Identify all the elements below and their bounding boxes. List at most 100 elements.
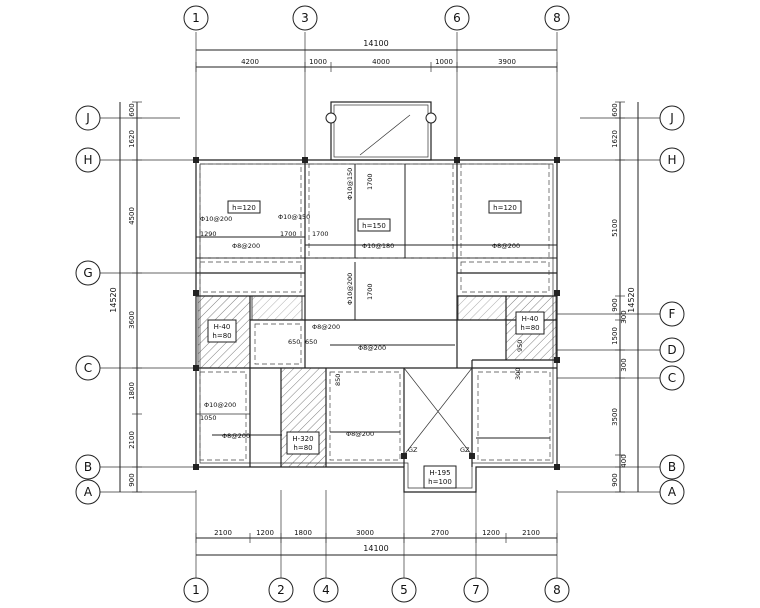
dim-left-total: 14520	[109, 287, 118, 312]
rebar-note-5: Φ8@200	[492, 242, 520, 250]
dim-top-3: 4000	[372, 58, 390, 66]
small-dim-1700b: 1700	[312, 230, 329, 238]
dim-top-1: 4200	[241, 58, 259, 66]
dim-bottom-5: 2700	[431, 529, 449, 537]
rebar-note-6: Φ10@150	[346, 168, 354, 200]
axis-label-top-6: 6	[453, 11, 461, 25]
axis-label-bottom-5: 5	[400, 583, 408, 597]
axis-bubble-left-G	[75, 260, 101, 286]
rebar-note-10: Φ8@200	[222, 432, 250, 440]
slab-h40-left: H-40	[214, 323, 231, 331]
axis-bubble-left-A	[75, 479, 101, 505]
small-dim-650b: 650	[305, 338, 317, 346]
dim-right-7: 300	[620, 358, 628, 371]
dim-left-7: 900	[128, 473, 136, 486]
axis-label-right-H: H	[667, 153, 676, 167]
sunk-slab-small-right	[457, 295, 507, 321]
axis-bubble-right-A	[659, 479, 685, 505]
rebar-notes: Φ10@200 Φ10@150 Φ8@200 Φ10@180 Φ8@200 Φ1…	[200, 168, 520, 440]
slab-h80-mid: h=80	[293, 444, 312, 452]
slab-h80-left: h=80	[212, 332, 231, 340]
rebar-note-11: Φ8@200	[346, 430, 374, 438]
axis-label-bottom-7: 7	[472, 583, 480, 597]
gz-marker-1: GZ	[408, 446, 418, 454]
small-dim-300: 300	[514, 368, 522, 380]
top-dimensions: 14100 4200 1000 4000 1000 3900	[195, 39, 558, 72]
axis-label-left-H: H	[83, 153, 92, 167]
dim-bottom-1: 2100	[214, 529, 232, 537]
axis-bubble-top-3	[292, 5, 318, 31]
axis-bubble-left-J	[75, 105, 101, 131]
small-dim-1700a: 1700	[280, 230, 297, 238]
gz-marker-2: GZ	[460, 446, 470, 454]
top-axis-group: 1 3 6 8	[183, 5, 570, 160]
axis-label-top-1: 1	[192, 11, 200, 25]
axis-label-bottom-2: 2	[277, 583, 285, 597]
axis-bubble-right-D	[659, 337, 685, 363]
rebar-note-4: Φ10@180	[362, 242, 394, 250]
bottom-axis-group: 1 2 4 5 7 8 2100 1200 1800 3000 2700 120…	[183, 490, 570, 603]
rebar-note-8: Φ8@200	[358, 344, 386, 352]
dim-right-10: 900	[611, 473, 619, 486]
axis-bubble-left-H	[75, 147, 101, 173]
left-axis-group: J H G C B A 600 1620 4500 3600 1800 2100…	[75, 101, 196, 505]
axis-label-right-B: B	[668, 460, 676, 474]
small-dim-1700c: 1700	[366, 173, 374, 190]
dim-bottom-total: 14100	[363, 544, 388, 553]
axis-bubble-bottom-7	[463, 577, 489, 603]
axis-label-left-B: B	[84, 460, 92, 474]
dim-bottom-2: 1200	[256, 529, 274, 537]
axis-bubble-top-8	[544, 5, 570, 31]
axis-label-bottom-1: 1	[192, 583, 200, 597]
axis-label-left-J: J	[85, 111, 90, 125]
axis-bubble-bottom-5	[391, 577, 417, 603]
slab-h150: h=150	[362, 222, 386, 230]
dim-bottom-4: 3000	[356, 529, 374, 537]
axis-bubble-top-6	[444, 5, 470, 31]
axis-label-top-8: 8	[553, 11, 561, 25]
dim-right-4: 900	[611, 298, 619, 311]
dim-right-9: 400	[620, 454, 628, 467]
dim-top-5: 3900	[498, 58, 516, 66]
slab-h320: H-320	[292, 435, 313, 443]
small-dims: 1290 1700 1700 1700 1700 650 650 950 105…	[200, 173, 524, 422]
rebar-note-3: Φ8@200	[232, 242, 260, 250]
axis-label-bottom-8: 8	[553, 583, 561, 597]
axis-label-right-C: C	[668, 371, 676, 385]
axis-label-right-J: J	[669, 111, 674, 125]
slab-h40-right: H-40	[522, 315, 539, 323]
rebar-note-2: Φ10@150	[278, 213, 310, 221]
axis-bubble-top-1	[183, 5, 209, 31]
axis-label-right-A: A	[668, 485, 677, 499]
dim-top-4: 1000	[435, 58, 453, 66]
dim-bottom-7: 2100	[522, 529, 540, 537]
right-axis-group: J H F D C B A 600 1620 5100 900 300 1500…	[557, 101, 685, 505]
rebar-note-9: Φ10@200	[204, 401, 236, 409]
dim-left-2: 1620	[128, 130, 136, 148]
dim-left-4: 3600	[128, 311, 136, 329]
dim-left-5: 1800	[128, 382, 136, 400]
axis-bubble-right-C	[659, 365, 685, 391]
axis-bubble-bottom-4	[313, 577, 339, 603]
dim-left-3: 4500	[128, 207, 136, 225]
axis-bubble-right-H	[659, 147, 685, 173]
dim-bottom-3: 1800	[294, 529, 312, 537]
dim-top-total: 14100	[363, 39, 388, 48]
axis-label-left-C: C	[84, 361, 92, 375]
axis-bubble-right-B	[659, 454, 685, 480]
axis-bubble-right-F	[659, 301, 685, 327]
dim-right-1: 600	[611, 103, 619, 116]
axis-label-bottom-4: 4	[322, 583, 330, 597]
axis-label-top-3: 3	[301, 11, 309, 25]
axis-label-left-A: A	[84, 485, 93, 499]
slab-h100: h=100	[428, 478, 452, 486]
rebar-note-12: Φ10@200	[346, 273, 354, 305]
slab-h195: H-195	[429, 469, 450, 477]
small-dim-850: 850	[334, 374, 342, 386]
axis-bubble-bottom-1	[183, 577, 209, 603]
small-dim-1050: 1050	[200, 414, 217, 422]
small-dim-650a: 650	[288, 338, 300, 346]
axis-label-right-F: F	[669, 307, 676, 321]
dim-right-8: 3500	[611, 408, 619, 426]
dim-right-2: 1620	[611, 130, 619, 148]
